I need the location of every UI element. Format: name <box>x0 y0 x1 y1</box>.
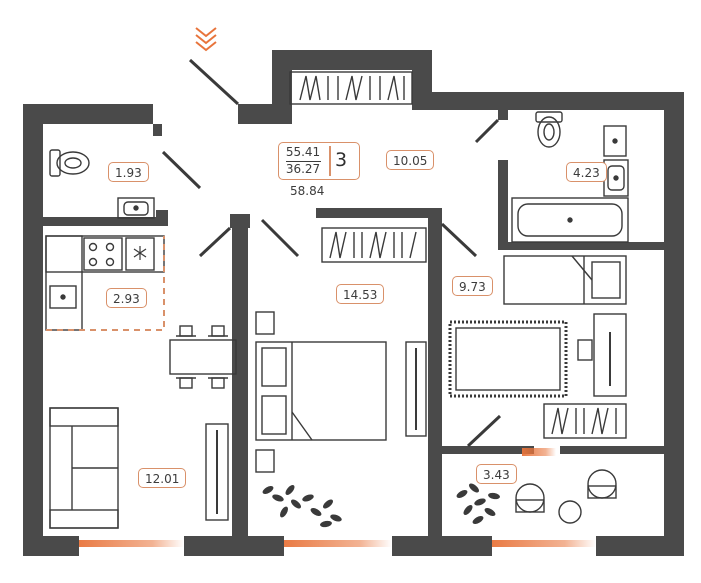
kids-wardrobe <box>543 403 627 439</box>
summary-separator <box>329 146 331 176</box>
entrance-door <box>188 58 240 106</box>
toilet-wc <box>49 149 90 177</box>
nightstand-bottom <box>255 449 275 473</box>
apartment-summary: 55.41 36.27 3 <box>278 142 360 180</box>
nightstand-top <box>255 311 275 335</box>
corridor-wardrobe <box>289 71 413 105</box>
windows <box>79 448 596 547</box>
tv-stand-bedroom <box>405 341 427 437</box>
bedroom-door <box>260 218 300 258</box>
area-balcony: 3.43 <box>476 464 517 484</box>
area-divider <box>286 161 321 162</box>
area-corridor: 10.05 <box>386 150 435 170</box>
secondary-area: 58.84 <box>290 184 325 198</box>
kitchen-zone-boundary <box>46 236 165 331</box>
area-bathroom-small: 1.93 <box>108 162 149 182</box>
area-bedroom: 14.53 <box>336 284 385 304</box>
bathroom-door <box>474 118 500 144</box>
single-bed <box>503 255 627 305</box>
area-bathroom: 4.23 <box>566 162 607 182</box>
living-area: 36.27 <box>285 162 321 176</box>
desk <box>577 313 627 397</box>
walls <box>23 50 684 556</box>
toilet-bath <box>535 111 563 148</box>
kitchen-counter <box>45 235 165 331</box>
bathtub <box>511 197 629 243</box>
entrance-chevron-icon <box>195 27 217 52</box>
dining-table <box>169 325 237 389</box>
living-door <box>198 226 232 258</box>
sink-wc <box>117 197 155 219</box>
plant-bedroom <box>262 485 342 528</box>
plant-balcony <box>456 483 500 524</box>
washer <box>603 125 627 157</box>
tv-stand-living <box>205 423 229 521</box>
double-bed <box>255 341 387 441</box>
wc-door <box>161 150 202 190</box>
balcony-furniture <box>515 469 617 524</box>
rug <box>448 320 568 398</box>
area-living-room: 12.01 <box>138 468 187 488</box>
area-children-room: 9.73 <box>452 276 493 296</box>
balcony-door <box>466 414 502 448</box>
area-kitchen: 2.93 <box>106 288 147 308</box>
snowflake-icon <box>133 246 147 260</box>
bedroom-wardrobe <box>321 227 427 263</box>
total-area: 55.41 <box>285 145 321 159</box>
sofa <box>49 407 119 529</box>
room-count: 3 <box>335 149 348 171</box>
sink-bath <box>603 159 629 197</box>
kids-door <box>440 222 478 258</box>
